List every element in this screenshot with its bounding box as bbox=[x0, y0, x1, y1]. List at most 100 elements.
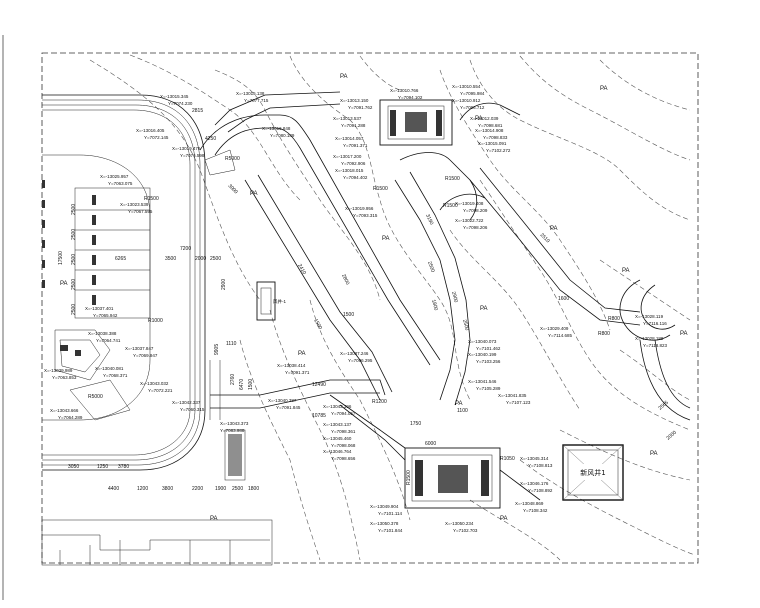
svg-text:Y=7118.823: Y=7118.823 bbox=[643, 343, 668, 348]
svg-text:Y=7101.114: Y=7101.114 bbox=[378, 511, 403, 516]
svg-text:2500: 2500 bbox=[71, 229, 77, 240]
svg-text:Y=7077.715: Y=7077.715 bbox=[244, 98, 269, 103]
svg-text:X=-13040.073: X=-13040.073 bbox=[468, 339, 497, 344]
svg-text:2760: 2760 bbox=[230, 374, 236, 385]
svg-text:X=-13018.015: X=-13018.015 bbox=[335, 168, 364, 173]
svg-text:3800: 3800 bbox=[162, 486, 173, 492]
svg-text:Y=7105.289: Y=7105.289 bbox=[476, 386, 501, 391]
svg-text:X=-13015.345: X=-13015.345 bbox=[160, 94, 189, 99]
svg-text:Y=7108.892: Y=7108.892 bbox=[528, 488, 553, 493]
svg-text:X=-13015.138: X=-13015.138 bbox=[236, 91, 265, 96]
svg-text:2500: 2500 bbox=[71, 279, 77, 290]
svg-text:Y=7060.315: Y=7060.315 bbox=[180, 407, 205, 412]
svg-text:X=-13043.396: X=-13043.396 bbox=[323, 404, 352, 409]
svg-text:X=-13017.200: X=-13017.200 bbox=[333, 154, 362, 159]
svg-text:X=-13045.314: X=-13045.314 bbox=[520, 456, 549, 461]
svg-text:PA: PA bbox=[250, 191, 258, 197]
svg-text:X=-13023.539: X=-13023.539 bbox=[120, 202, 149, 207]
svg-text:X=-13014.908: X=-13014.908 bbox=[475, 128, 504, 133]
svg-text:Y=7091.845: Y=7091.845 bbox=[276, 405, 301, 410]
svg-text:X=-13025.957: X=-13025.957 bbox=[100, 174, 129, 179]
svg-text:R800: R800 bbox=[608, 316, 620, 322]
svg-text:1500: 1500 bbox=[312, 318, 323, 331]
svg-text:Y=7068.371: Y=7068.371 bbox=[103, 373, 128, 378]
svg-text:X=-13012.039: X=-13012.039 bbox=[470, 116, 499, 121]
svg-text:R1050: R1050 bbox=[500, 456, 515, 462]
svg-text:Y=7094.102: Y=7094.102 bbox=[398, 95, 423, 100]
small-shaft-label: 风井-1 bbox=[273, 298, 286, 305]
svg-text:1500: 1500 bbox=[343, 312, 354, 318]
svg-text:3190: 3190 bbox=[424, 213, 434, 226]
svg-text:1110: 1110 bbox=[226, 341, 237, 347]
svg-text:PA: PA bbox=[600, 86, 608, 92]
svg-text:X=-13028.119: X=-13028.119 bbox=[635, 314, 664, 319]
svg-text:X=-13039.989: X=-13039.989 bbox=[44, 368, 73, 373]
svg-text:R1500: R1500 bbox=[144, 196, 159, 202]
svg-text:X=-13046.764: X=-13046.764 bbox=[323, 449, 352, 454]
svg-text:2500: 2500 bbox=[71, 254, 77, 265]
svg-text:3050: 3050 bbox=[68, 464, 79, 470]
svg-text:Y=7091.371: Y=7091.371 bbox=[343, 143, 368, 148]
svg-text:9905: 9905 bbox=[214, 344, 220, 355]
svg-text:PA: PA bbox=[298, 351, 306, 357]
svg-text:3780: 3780 bbox=[118, 464, 129, 470]
svg-text:X=-13037.847: X=-13037.847 bbox=[125, 346, 154, 351]
svg-text:X=-13022.722: X=-13022.722 bbox=[455, 218, 484, 223]
svg-text:2815: 2815 bbox=[192, 108, 203, 114]
svg-text:X=-13037.246: X=-13037.246 bbox=[340, 351, 369, 356]
svg-text:X=-13015.091: X=-13015.091 bbox=[478, 141, 507, 146]
svg-text:Y=7072.145: Y=7072.145 bbox=[144, 135, 169, 140]
svg-text:X=-13019.408: X=-13019.408 bbox=[455, 201, 484, 206]
svg-text:Y=7072.221: Y=7072.221 bbox=[148, 388, 173, 393]
svg-text:R1200: R1200 bbox=[372, 399, 387, 405]
svg-text:X=-13046.176: X=-13046.176 bbox=[520, 481, 549, 486]
svg-text:Y=7108.342: Y=7108.342 bbox=[523, 508, 548, 513]
svg-text:Y=7093.315: Y=7093.315 bbox=[353, 213, 378, 218]
svg-text:R5000: R5000 bbox=[88, 394, 103, 400]
svg-text:R5000: R5000 bbox=[225, 156, 240, 162]
svg-text:X=-13040.199: X=-13040.199 bbox=[468, 352, 497, 357]
svg-text:1800: 1800 bbox=[430, 299, 439, 312]
dimension-labels: 2815 4250 2500 2500 2500 2500 2500 17500… bbox=[58, 108, 678, 492]
svg-text:Y=7064.741: Y=7064.741 bbox=[96, 338, 121, 343]
svg-text:1600: 1600 bbox=[558, 296, 569, 302]
svg-text:Y=7080.189: Y=7080.189 bbox=[270, 133, 295, 138]
access-road bbox=[199, 91, 441, 366]
svg-text:X=-13040.081: X=-13040.081 bbox=[95, 366, 124, 371]
svg-text:Y=7101.844: Y=7101.844 bbox=[378, 528, 403, 533]
svg-text:X=-13019.956: X=-13019.956 bbox=[345, 206, 374, 211]
svg-text:X=-13043.666: X=-13043.666 bbox=[50, 408, 79, 413]
svg-text:12490: 12490 bbox=[312, 382, 326, 388]
svg-text:Y=7098.206: Y=7098.206 bbox=[463, 225, 488, 230]
svg-text:Y=7102.703: Y=7102.703 bbox=[453, 528, 478, 533]
svg-text:PA: PA bbox=[210, 516, 218, 522]
svg-text:Y=7063.853: Y=7063.853 bbox=[52, 375, 77, 380]
svg-text:PA: PA bbox=[455, 401, 463, 407]
svg-text:2500: 2500 bbox=[210, 256, 221, 262]
svg-text:X=-13048.869: X=-13048.869 bbox=[515, 501, 544, 506]
drawing-border bbox=[41, 52, 699, 564]
svg-text:Y=7065.942: Y=7065.942 bbox=[93, 313, 118, 318]
svg-text:Y=7064.289: Y=7064.289 bbox=[58, 415, 83, 420]
svg-text:R1500: R1500 bbox=[373, 186, 388, 192]
svg-text:Y=7074.230: Y=7074.230 bbox=[168, 101, 193, 106]
svg-text:1800: 1800 bbox=[248, 486, 259, 492]
